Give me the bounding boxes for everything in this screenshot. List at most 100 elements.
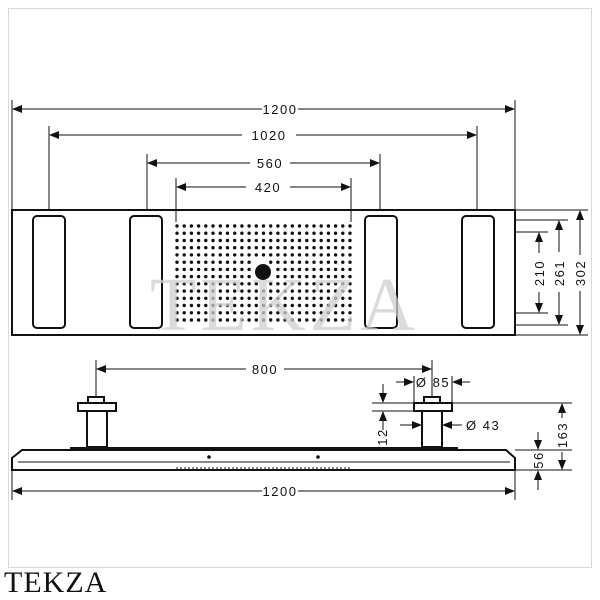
nozzle-dot xyxy=(196,246,201,250)
nozzle-dot xyxy=(247,289,251,293)
nozzle-dot xyxy=(204,274,208,279)
top-view-labels: 1200 1020 560 420 302 261 210 xyxy=(252,102,588,286)
nozzle-dot xyxy=(218,224,222,228)
nozzle-dot xyxy=(204,224,208,228)
nozzle-dot xyxy=(254,238,258,243)
nozzle-dot xyxy=(211,224,215,228)
nozzle-dot xyxy=(283,303,287,308)
nozzle-dot xyxy=(312,289,316,293)
nozzle-dot xyxy=(254,303,258,308)
nozzle-dot xyxy=(225,311,230,315)
nozzle-dot xyxy=(333,253,338,257)
nozzle-dot xyxy=(175,274,179,279)
nozzle-dot xyxy=(211,231,215,235)
nozzle-dot xyxy=(341,282,345,286)
nozzle-dot xyxy=(276,238,280,243)
nozzle-dot xyxy=(254,318,258,322)
nozzle-dot xyxy=(233,311,237,315)
nozzle-dot xyxy=(204,311,208,315)
side-view-labels: 800 Ø 85 Ø 43 12 163 56 1200 xyxy=(252,362,570,499)
nozzle-dot xyxy=(175,296,179,300)
nozzle-dot xyxy=(240,311,244,315)
nozzle-dot xyxy=(341,260,345,264)
nozzle-dot xyxy=(189,267,194,272)
nozzle-dot xyxy=(341,318,345,322)
nozzle-dot xyxy=(269,231,273,235)
nozzle-dot xyxy=(297,231,302,235)
nozzle-dot xyxy=(319,311,323,315)
nozzle-dot xyxy=(175,253,179,257)
nozzle-dot xyxy=(312,303,316,308)
nozzle-dot xyxy=(225,238,230,243)
nozzle-dot xyxy=(283,260,287,264)
nozzle-dot xyxy=(182,231,186,235)
nozzle-dot xyxy=(276,274,280,279)
center-jet xyxy=(255,264,271,280)
nozzle-dot xyxy=(333,231,338,235)
nozzle-dot xyxy=(254,282,258,286)
light-pad-4 xyxy=(461,215,495,329)
nozzle-dot xyxy=(290,224,294,228)
nozzle-dot xyxy=(269,318,273,322)
nozzle-dot xyxy=(233,246,237,250)
nozzle-dot xyxy=(182,246,186,250)
nozzle-dot xyxy=(326,260,331,264)
nozzle-dot xyxy=(312,238,316,243)
nozzle-dot xyxy=(283,311,287,315)
nozzle-dot xyxy=(276,246,280,250)
nozzle-dot xyxy=(204,318,208,322)
nozzle-dot xyxy=(218,311,222,315)
nozzle-dot xyxy=(233,274,237,279)
nozzle-dot xyxy=(218,289,222,293)
nozzle-dot xyxy=(305,267,309,272)
nozzle-dot xyxy=(225,296,230,300)
nozzle-dot xyxy=(218,274,222,279)
nozzle-dot xyxy=(326,246,331,250)
nozzle-dot xyxy=(276,318,280,322)
nozzle-dot xyxy=(283,224,287,228)
nozzle-dot xyxy=(312,246,316,250)
nozzle-dot xyxy=(319,260,323,264)
nozzle-dot xyxy=(189,260,194,264)
nozzle-dot xyxy=(276,296,280,300)
nozzle-dot xyxy=(211,260,215,264)
nozzle-dot xyxy=(175,231,179,235)
nozzle-dot xyxy=(297,303,302,308)
nozzle-dot xyxy=(297,253,302,257)
nozzle-dot xyxy=(319,282,323,286)
nozzle-dot xyxy=(283,238,287,243)
nozzle-dot xyxy=(225,303,230,308)
ceiling-arm-right xyxy=(413,396,453,448)
nozzle-dot xyxy=(182,253,186,257)
nozzle-dot xyxy=(175,267,179,272)
nozzle-dot xyxy=(261,296,266,300)
nozzle-dot xyxy=(326,296,331,300)
nozzle-dot xyxy=(247,318,251,322)
nozzle-dot xyxy=(204,253,208,257)
nozzle-dot xyxy=(175,282,179,286)
nozzle-dot xyxy=(196,253,201,257)
nozzle-dot xyxy=(254,296,258,300)
nozzle-dot xyxy=(305,296,309,300)
nozzle-dot xyxy=(341,231,345,235)
nozzle-dot xyxy=(233,289,237,293)
nozzle-dot xyxy=(240,231,244,235)
nozzle-field xyxy=(175,224,352,322)
nozzle-dot xyxy=(225,253,230,257)
nozzle-dot xyxy=(247,224,251,228)
nozzle-dot xyxy=(333,303,338,308)
light-pad-2 xyxy=(129,215,163,329)
nozzle-dot xyxy=(348,246,352,250)
nozzle-dot xyxy=(211,289,215,293)
nozzle-dot xyxy=(283,267,287,272)
brand-logo-text: TEKZA xyxy=(4,566,108,599)
nozzle-dot xyxy=(189,311,194,315)
nozzle-dot xyxy=(305,246,309,250)
label-1200-top: 1200 xyxy=(263,102,298,117)
nozzle-dot xyxy=(218,231,222,235)
nozzle-dot xyxy=(233,267,237,272)
nozzle-dot xyxy=(348,282,352,286)
nozzle-dot xyxy=(305,224,309,228)
nozzle-dot xyxy=(333,246,338,250)
nozzle-dot xyxy=(341,296,345,300)
